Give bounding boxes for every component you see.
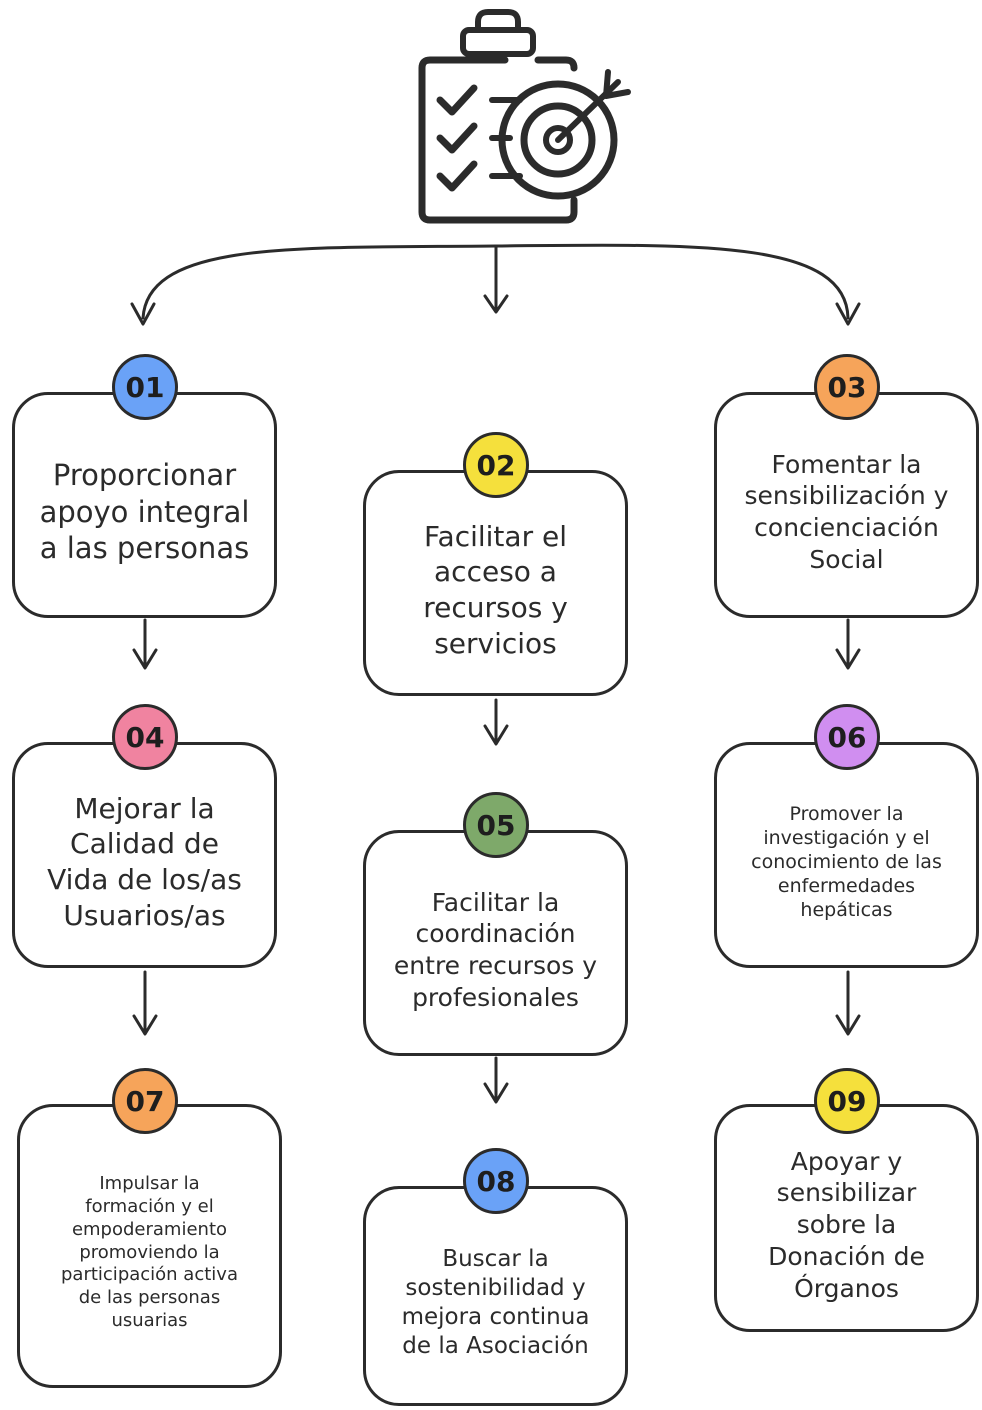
goal-text-06: Promover la investigación y el conocimie… (751, 802, 942, 922)
goal-badge-07: 07 (112, 1068, 178, 1134)
goal-text-02: Facilitar el acceso a recursos y servici… (423, 519, 568, 660)
goal-box-03: Fomentar la sensibilización y conciencia… (714, 392, 979, 618)
goal-text-08: Buscar la sostenibilidad y mejora contin… (401, 1245, 590, 1360)
goal-text-09: Apoyar y sensibilizar sobre la Donación … (768, 1146, 925, 1303)
goal-box-08: Buscar la sostenibilidad y mejora contin… (363, 1186, 628, 1406)
goal-badge-09: 09 (814, 1068, 880, 1134)
goal-badge-01: 01 (112, 354, 178, 420)
goal-badge-02: 02 (463, 432, 529, 498)
goal-text-04: Mejorar la Calidad de Vida de los/as Usu… (47, 791, 242, 932)
checklist-target-icon (418, 9, 631, 224)
goal-box-04: Mejorar la Calidad de Vida de los/as Usu… (12, 742, 277, 968)
goal-badge-04: 04 (112, 704, 178, 770)
goal-badge-05: 05 (463, 792, 529, 858)
goal-box-09: Apoyar y sensibilizar sobre la Donación … (714, 1104, 979, 1332)
goal-box-02: Facilitar el acceso a recursos y servici… (363, 470, 628, 696)
goal-badge-06: 06 (814, 704, 880, 770)
goal-box-07: Impulsar la formación y el empoderamient… (17, 1104, 282, 1388)
goal-text-07: Impulsar la formación y el empoderamient… (61, 1172, 238, 1332)
goal-badge-08: 08 (463, 1148, 529, 1214)
goal-box-06: Promover la investigación y el conocimie… (714, 742, 979, 968)
goal-box-05: Facilitar la coordinación entre recursos… (363, 830, 628, 1056)
goal-box-01: Proporcionar apoyo integral a las person… (12, 392, 277, 618)
goal-text-05: Facilitar la coordinación entre recursos… (393, 887, 598, 1012)
goal-text-01: Proporcionar apoyo integral a las person… (39, 457, 250, 566)
goal-badge-03: 03 (814, 354, 880, 420)
goal-text-03: Fomentar la sensibilización y conciencia… (744, 449, 949, 574)
